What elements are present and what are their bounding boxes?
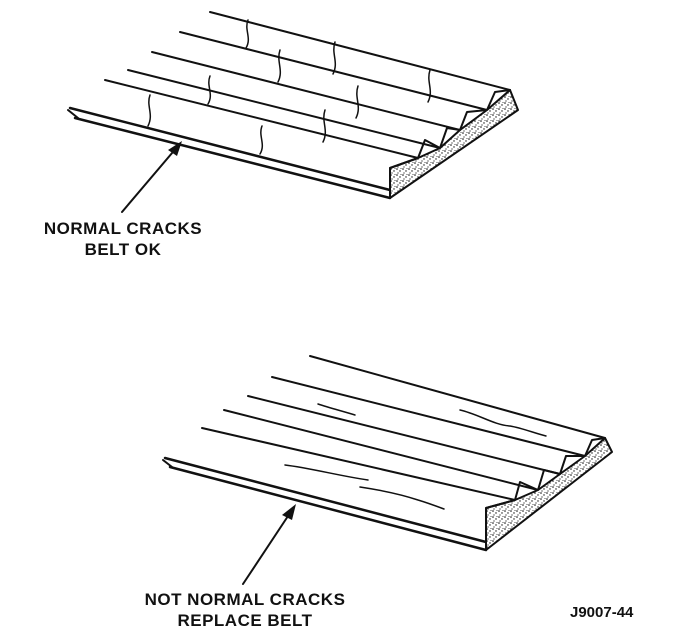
- belt-top-illustration: [67, 11, 519, 213]
- label-normal-cracks: NORMAL CRACKS BELT OK: [28, 218, 218, 260]
- label-top-line2: BELT OK: [84, 240, 162, 259]
- label-bottom-line1: NOT NORMAL CRACKS: [144, 590, 346, 609]
- belt-bottom-illustration: [162, 355, 613, 585]
- figure-id: J9007-44: [570, 604, 634, 621]
- label-top-line1: NORMAL CRACKS: [43, 219, 203, 238]
- label-not-normal-cracks: NOT NORMAL CRACKS REPLACE BELT: [120, 589, 370, 631]
- label-bottom-line2: REPLACE BELT: [177, 611, 313, 630]
